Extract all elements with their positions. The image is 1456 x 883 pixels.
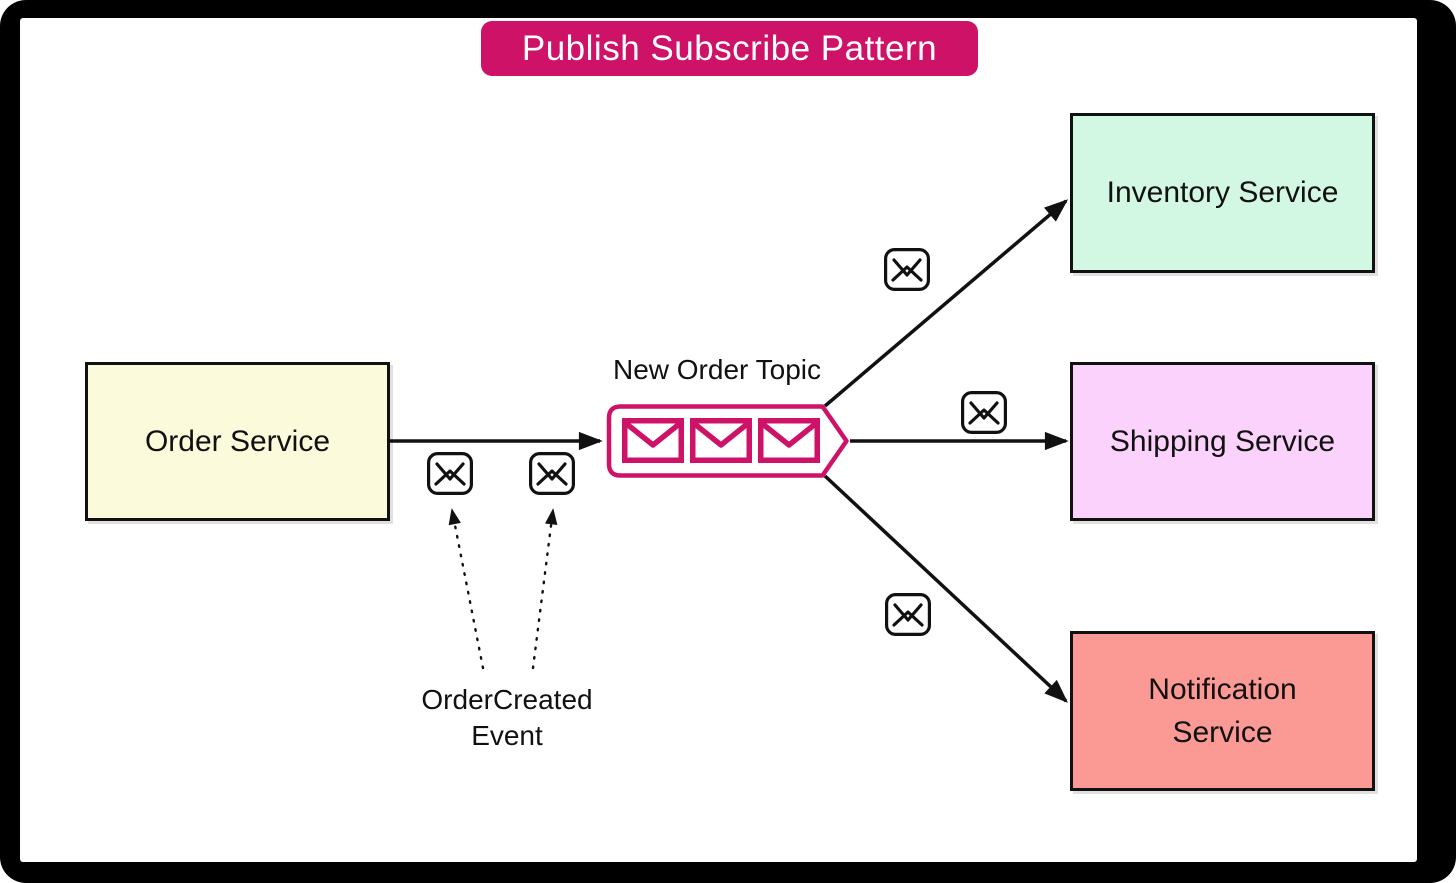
node-label: Inventory Service	[1106, 176, 1339, 209]
message-envelope-icon	[529, 452, 575, 495]
message-envelope-icon	[884, 248, 930, 291]
node-label: Notification Service	[1148, 672, 1297, 750]
node-label: Shipping Service	[1109, 424, 1336, 458]
event-label: OrderCreated Event	[421, 684, 593, 751]
envelope-icon	[690, 418, 752, 463]
message-envelope-icon	[427, 452, 473, 495]
message-envelope-icon	[961, 391, 1007, 434]
node-order-service: Order Service	[85, 362, 390, 521]
node-notification-service: Notification Service	[1070, 631, 1375, 791]
diagram-title: Publish Subscribe Pattern	[481, 21, 978, 76]
message-envelope-icon	[885, 593, 931, 636]
topic-label: New Order Topic	[612, 354, 821, 385]
edge-topic-to-inventory	[823, 199, 1069, 408]
edge-event-to-envelope-2	[531, 508, 558, 670]
node-label: Order Service	[144, 424, 331, 458]
edge-event-to-envelope-1	[448, 508, 485, 670]
envelope-icon	[758, 418, 820, 463]
envelope-icon	[622, 418, 684, 463]
node-shipping-service: Shipping Service	[1070, 362, 1375, 521]
edge-topic-to-notification	[823, 474, 1069, 703]
node-inventory-service: Inventory Service	[1070, 113, 1375, 273]
